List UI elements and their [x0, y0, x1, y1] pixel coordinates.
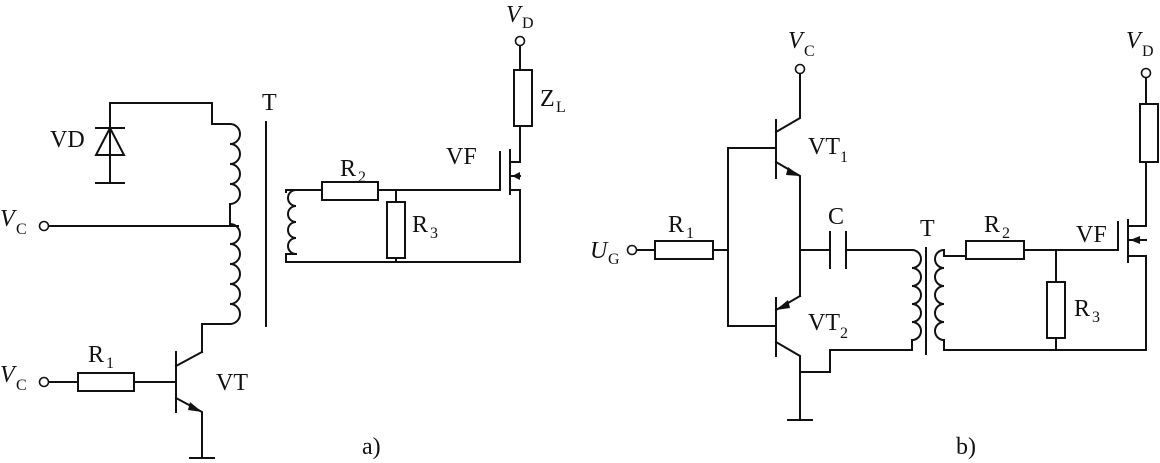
mosfet-vf-a [499, 35, 533, 263]
label-r1-a-sub: 1 [106, 355, 114, 372]
label-transformer-b: T [920, 216, 935, 242]
transistor-vt [133, 350, 215, 459]
label-capacitor: C [828, 204, 844, 230]
transistor-vt2 [774, 294, 831, 421]
mosfet-vf-b [1117, 67, 1159, 351]
label-r3-a-sub: 3 [430, 225, 438, 242]
label-vd-b-supply-sub: D [1142, 43, 1154, 60]
label-vc-b: V [788, 28, 805, 54]
label-r2-a: R [340, 156, 356, 182]
label-vd: VD [50, 127, 85, 153]
vc-terminal-a-bottom [38, 372, 135, 392]
label-vt2-sub: 2 [840, 325, 848, 342]
label-vt1-sub: 1 [840, 149, 848, 166]
transistor-vt1 [774, 63, 806, 297]
transformer-a-secondary [285, 181, 521, 263]
caption-a: a) [362, 434, 381, 460]
label-r2-b-sub: 2 [1002, 225, 1010, 242]
label-r1-b-sub: 1 [686, 225, 694, 242]
label-vd-b-supply: V [1126, 28, 1143, 54]
label-r3-b-sub: 3 [1092, 309, 1100, 326]
label-r3-b: R [1074, 296, 1090, 322]
label-zl-sub: L [556, 99, 566, 116]
label-ug: U [590, 238, 609, 264]
resistors-b [965, 240, 1119, 351]
label-vf-b: VF [1076, 222, 1107, 248]
label-vd-a-supply: V [506, 2, 523, 28]
label-zl: Z [540, 86, 555, 112]
vc-terminal-a-top [38, 220, 239, 232]
label-vd-a-supply-sub: D [522, 15, 534, 32]
label-r2-a-sub: 2 [358, 169, 366, 186]
diagram-b [626, 63, 1159, 421]
label-vt1: VT [808, 134, 840, 160]
ug-input [626, 147, 777, 327]
label-vt2: VT [808, 310, 840, 336]
diode-vd [94, 102, 231, 184]
label-vc-a-bottom: V [0, 362, 17, 388]
transformer-a-primary [201, 121, 267, 353]
label-r1-a: R [88, 342, 104, 368]
label-vt: VT [216, 370, 248, 396]
diagram-a [38, 35, 533, 459]
label-vc-a-top-sub: C [16, 221, 27, 238]
capacitor-c [799, 231, 913, 269]
label-vc-a-top: V [0, 206, 17, 232]
label-r1-b: R [668, 212, 684, 238]
label-r3-a: R [412, 212, 428, 238]
caption-b: b) [956, 434, 976, 460]
label-vf-a: VF [446, 144, 477, 170]
label-vc-a-bottom-sub: C [16, 377, 27, 394]
label-transformer-a: T [262, 90, 277, 116]
label-vc-b-sub: C [804, 43, 815, 60]
label-ug-sub: G [608, 251, 620, 268]
label-r2-b: R [984, 212, 1000, 238]
